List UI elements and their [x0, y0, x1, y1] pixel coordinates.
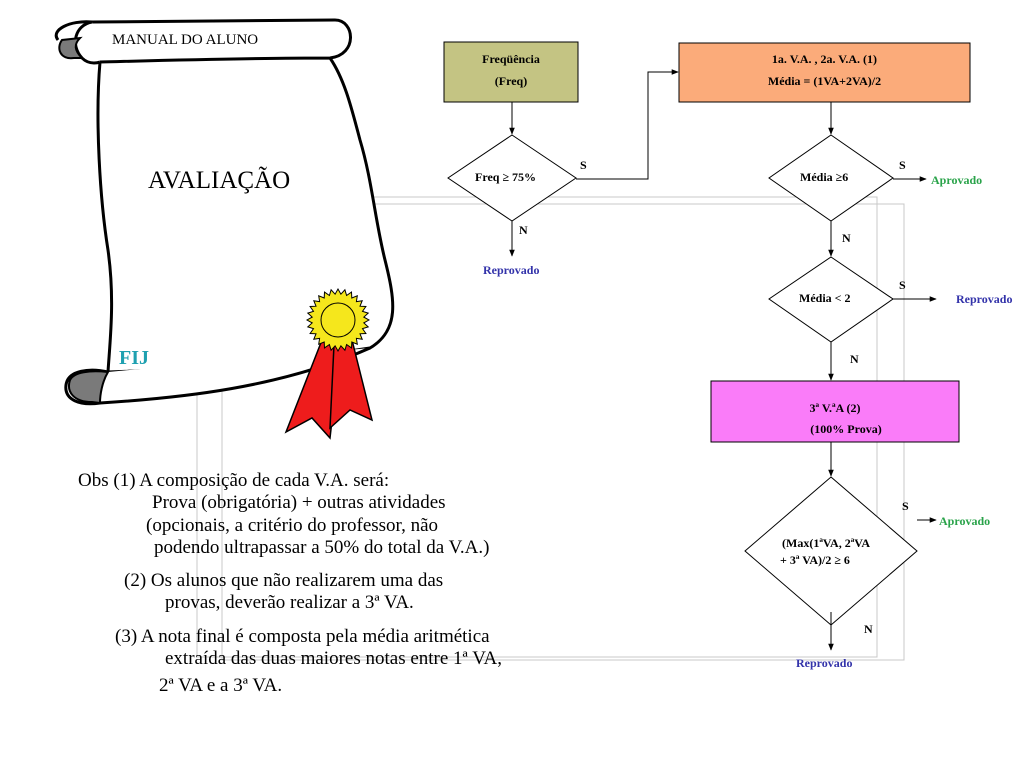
third-box-text: 3ª V.ªA (2) (100% Prova)	[711, 398, 959, 440]
max-decision-line1: (Max(1ªVA, 2ªVA	[782, 536, 871, 550]
no-label-media: N	[842, 231, 851, 245]
frequency-box	[443, 41, 579, 103]
va-average-box	[678, 42, 971, 103]
connectors	[509, 69, 937, 651]
va-box-text: 1a. V.A. , 2a. V.A. (1) Média = (1VA+2VA…	[679, 48, 970, 92]
frequency-box-line1: Freqüência	[482, 52, 540, 66]
va-box-line2: Média = (1VA+2VA)/2	[767, 74, 882, 88]
obs-line-8: extraída das duas maiores notas entre 1ª…	[165, 648, 502, 669]
obs-line-5: (2) Os alunos que não realizarem uma das	[124, 570, 444, 591]
yes-label-media-low: S	[899, 278, 906, 292]
frequency-box-text: Freqüência (Freq)	[444, 48, 578, 92]
obs-line-3: (opcionais, a critério do professor, não	[146, 515, 439, 536]
seal-icon	[305, 287, 371, 353]
va-box-line1: 1a. V.A. , 2a. V.A. (1)	[771, 52, 878, 66]
yes-label-media: S	[899, 158, 906, 172]
yes-label-max: S	[902, 499, 909, 513]
obs-line-7: (3) A nota final é composta pela média a…	[115, 626, 490, 647]
failed-outcome-freq: Reprovado	[483, 263, 540, 277]
manual-title: MANUAL DO ALUNO	[112, 32, 259, 48]
max-decision-line2: + 3ª VA)/2 ≥ 6	[780, 553, 850, 567]
approved-outcome-media: Aprovado	[931, 173, 983, 187]
obs-line-4: podendo ultrapassar a 50% do total da V.…	[154, 537, 490, 558]
third-box-line2: (100% Prova)	[810, 422, 882, 436]
obs-line-6: provas, deverão realizar a 3ª VA.	[165, 592, 414, 613]
obs-line-9: 2ª VA e a 3ª VA.	[159, 675, 283, 696]
page-title: AVALIAÇÃO	[148, 167, 291, 194]
scroll-shape	[54, 18, 395, 406]
third-va-box	[710, 380, 960, 443]
frequency-box-line2: (Freq)	[494, 74, 528, 88]
third-box-line1: 3ª V.ªA (2)	[809, 401, 861, 415]
media-decision-text: Média ≥6	[800, 170, 849, 184]
no-label-media-low: N	[850, 352, 859, 366]
approved-outcome-max: Aprovado	[939, 514, 991, 528]
org-label: FIJ	[119, 347, 149, 369]
max-decision	[744, 476, 918, 626]
obs-line-1: Obs (1) A composição de cada V.A. será:	[78, 470, 390, 491]
obs-line-2: Prova (obrigatória) + outras atividades	[152, 492, 446, 513]
failed-outcome-max: Reprovado	[796, 656, 853, 670]
yes-label-freq: S	[580, 158, 587, 172]
no-label-max: N	[864, 622, 873, 636]
failed-outcome-media-low: Reprovado	[956, 292, 1013, 306]
frequency-decision-text: Freq ≥ 75%	[475, 170, 537, 184]
media-low-decision-text: Média < 2	[799, 291, 851, 305]
no-label-freq: N	[519, 223, 528, 237]
